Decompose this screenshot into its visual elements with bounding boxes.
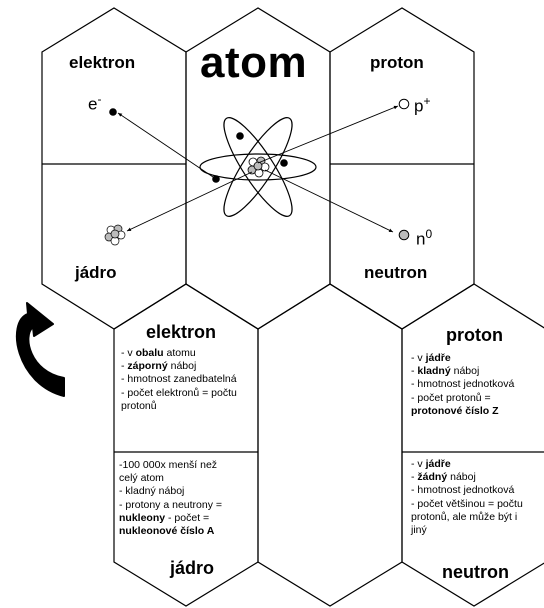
pointer-arrows <box>117 105 399 233</box>
note-line: - v jádře <box>411 458 451 470</box>
orbit-electrons <box>212 132 288 183</box>
proton-notes: - v jádře - kladný náboj - hmotnost jedn… <box>411 352 514 418</box>
jadro-notes: -100 000x menší než celý atom - kladný n… <box>119 459 222 538</box>
note-line: -100 000x menší než <box>119 459 218 471</box>
neutron-notes: - v jádře - žádný náboj - hmotnost jedno… <box>411 458 523 537</box>
note-line: nukleony - počet = <box>119 511 210 524</box>
note-line: - počet protonů = <box>411 391 491 404</box>
note-line: jiný <box>411 524 427 537</box>
label-jadro: jádro <box>75 263 117 282</box>
note-line: - v jádře <box>411 352 451 364</box>
note-line: protonů <box>121 399 157 412</box>
arrow-to-nucleus <box>126 171 253 232</box>
note-line: - v obalu atomu <box>121 347 196 359</box>
label-neutron: neutron <box>364 263 428 282</box>
note-line: protonové číslo Z <box>411 404 499 417</box>
label-proton: proton <box>370 53 424 72</box>
neutron-circle <box>398 229 410 241</box>
note-line: - záporný náboj <box>121 360 197 373</box>
small-nucleus <box>104 224 126 246</box>
heading-neutron-notes: neutron <box>442 562 509 582</box>
note-line: - žádný náboj <box>411 471 476 484</box>
curved-arrow-icon <box>15 302 65 397</box>
note-line: celý atom <box>119 472 164 485</box>
note-line: - protony a neutrony = <box>119 498 223 511</box>
arrow-to-neutron <box>264 169 394 233</box>
page-title-atom: atom <box>200 38 308 87</box>
note-line: - hmotnost jednotková <box>411 484 515 497</box>
heading-jadro-notes: jádro <box>170 558 215 578</box>
note-line: - hmotnost zanedbatelná <box>121 373 237 386</box>
electron-symbol: e- <box>88 92 102 114</box>
note-line: protonů, ale může být i <box>411 510 518 523</box>
elektron-notes: - v obalu atomu - záporný náboj - hmotno… <box>121 347 237 413</box>
note-line: - kladný náboj <box>119 485 185 498</box>
electron-dot <box>109 108 117 116</box>
label-elektron: elektron <box>69 53 136 72</box>
heading-proton-notes: proton <box>446 325 503 345</box>
note-line: - hmotnost jednotková <box>411 378 515 391</box>
note-line: - kladný náboj <box>411 365 480 378</box>
arrow-to-proton <box>257 105 399 164</box>
hexagon-blank <box>257 283 403 607</box>
hexagon-proton-neutron-notes <box>401 283 544 607</box>
arrow-to-electron <box>117 112 217 180</box>
note-line: nukleonové číslo A <box>119 525 215 538</box>
neutron-symbol: n0 <box>416 227 433 249</box>
note-line: - počet elektronů = počtu <box>121 386 237 399</box>
proton-symbol: p+ <box>414 94 431 116</box>
heading-elektron-notes: elektron <box>146 322 217 342</box>
note-line: - počet většinou = počtu <box>411 497 523 510</box>
atom-nucleus <box>247 156 270 178</box>
atom-illustration <box>199 117 317 217</box>
lower-hexagons <box>113 283 544 607</box>
proton-circle <box>398 98 410 110</box>
